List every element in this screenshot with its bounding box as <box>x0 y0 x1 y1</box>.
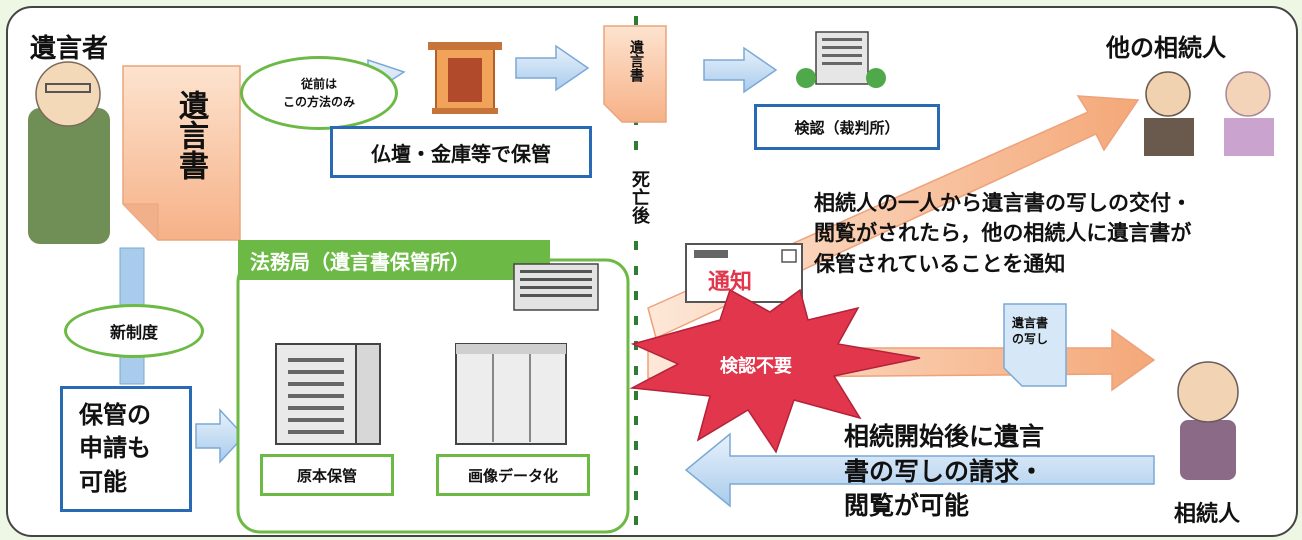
testator-will-label: 遺言書 <box>173 90 208 180</box>
apply-storage-box: 保管の 申請も 可能 <box>60 386 192 512</box>
digitize-box: 画像データ化 <box>436 454 590 496</box>
no-probate-label: 検認不要 <box>720 356 792 377</box>
arrow-apply-to-bureau <box>195 408 246 464</box>
copy-document-label: 遺言書 の写し <box>1012 316 1049 346</box>
heir-title: 相続人 <box>1174 502 1241 527</box>
copy-document <box>1003 303 1067 387</box>
testator-title: 遺言者 <box>30 34 109 64</box>
arrow-will-to-court <box>703 46 778 94</box>
original-cabinet-illustration <box>275 343 381 445</box>
previous-method-oval: 従前は この方法のみ <box>240 56 398 130</box>
testator-will-document <box>122 65 241 241</box>
new-system-oval: 新制度 <box>64 304 204 358</box>
bureau-title-bar <box>238 240 550 280</box>
heir-figure <box>1177 361 1239 480</box>
other-heirs-title: 他の相続人 <box>1106 34 1226 62</box>
after-death-label: 死亡後 <box>626 166 652 228</box>
diagram-frame: 遺言者 遺言書 従前は この方法のみ 仏壇・金庫等で保管 遺言書 検認（裁判所）… <box>6 6 1298 537</box>
testator-figure <box>28 61 110 244</box>
bureau-title: 法務局（遺言書保管所） <box>250 250 470 274</box>
arrow-altar-to-will <box>515 44 590 92</box>
arrow-heir-request <box>684 432 1155 508</box>
found-will-label: 遺言書 <box>628 40 644 82</box>
court-building-illustration <box>796 31 886 88</box>
altar-illustration <box>428 42 502 114</box>
heir-request-text: 相続開始後に遺言 書の写しの請求・ 閲覧が可能 <box>844 422 1045 520</box>
bureau-building-illustration <box>513 263 599 311</box>
no-probate-burst <box>629 288 921 454</box>
probate-court-box: 検認（裁判所） <box>754 104 940 150</box>
notice-envelope-label: 通知 <box>708 270 753 295</box>
other-heir-figure-1 <box>1144 71 1194 156</box>
other-heir-figure-2 <box>1224 71 1274 156</box>
data-server-illustration <box>455 343 567 445</box>
notification-explanation: 相続人の一人から遺言書の写しの交付・ 閲覧がされたら，他の相続人に遺言書が 保管… <box>814 191 1192 276</box>
altar-storage-box: 仏壇・金庫等で保管 <box>330 126 592 178</box>
original-storage-box: 原本保管 <box>260 454 394 496</box>
found-will-document <box>603 25 667 123</box>
